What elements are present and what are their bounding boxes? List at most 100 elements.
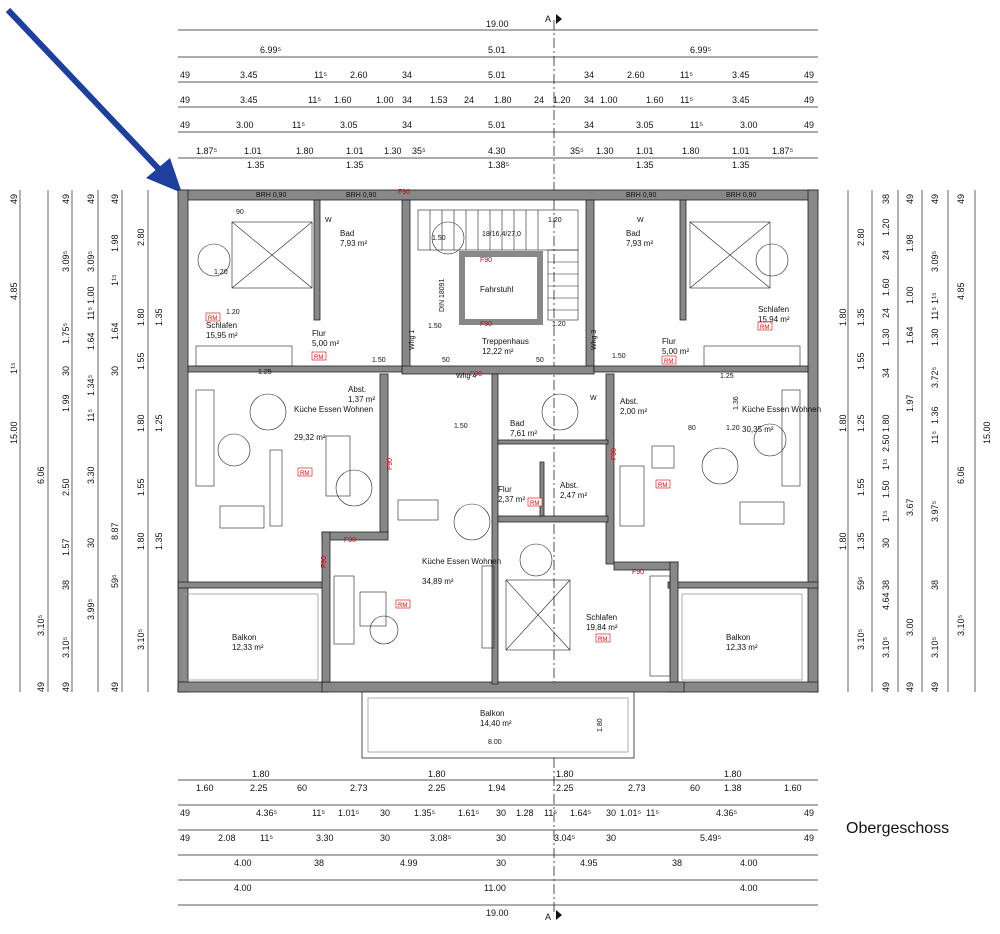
svg-text:BRH 0,90: BRH 0,90 [626,192,656,199]
svg-text:1.64: 1.64 [110,322,120,340]
svg-text:1.55: 1.55 [856,478,866,496]
svg-text:30: 30 [606,833,616,843]
svg-text:Flur: Flur [662,337,676,346]
svg-text:38: 38 [314,858,324,868]
svg-text:34: 34 [402,120,412,130]
svg-text:2.60: 2.60 [627,70,645,80]
svg-text:4.00: 4.00 [234,858,252,868]
svg-text:Bad: Bad [626,229,640,238]
svg-text:3.97⁵: 3.97⁵ [930,500,940,522]
svg-text:3.10⁵: 3.10⁵ [36,614,46,636]
svg-text:1¹⁵: 1¹⁵ [110,274,120,286]
svg-text:4.30: 4.30 [488,146,506,156]
svg-text:49: 49 [804,808,814,818]
svg-text:11.00: 11.00 [484,883,506,893]
svg-text:7,93 m²: 7,93 m² [340,239,367,248]
svg-text:4.85: 4.85 [956,282,966,300]
svg-text:1.00: 1.00 [600,95,618,105]
svg-text:1.94: 1.94 [488,783,506,793]
svg-text:Schlafen: Schlafen [206,321,237,330]
svg-text:RM: RM [760,325,769,331]
svg-text:1.80: 1.80 [136,532,146,550]
svg-text:1.55: 1.55 [856,352,866,370]
svg-text:1.64⁵: 1.64⁵ [570,808,592,818]
svg-text:34: 34 [584,120,594,130]
inner-labels: 90 1.20 1.20 1.50 1.20 1.50 1.20 1.50 1.… [214,209,740,746]
svg-text:1.35: 1.35 [856,308,866,326]
svg-text:5.01: 5.01 [488,45,506,55]
svg-text:30,35 m²: 30,35 m² [742,425,774,434]
svg-text:1.80: 1.80 [838,532,848,550]
svg-text:4.00: 4.00 [740,858,758,868]
svg-text:49: 49 [36,682,46,692]
svg-text:15.00: 15.00 [9,421,19,444]
svg-text:30: 30 [86,538,96,548]
svg-text:1.20: 1.20 [552,321,566,328]
svg-text:Treppenhaus: Treppenhaus [482,337,529,346]
svg-text:49: 49 [804,95,814,105]
svg-text:3.45: 3.45 [240,70,258,80]
svg-text:11⁵: 11⁵ [930,307,940,320]
svg-text:3.99⁵: 3.99⁵ [86,598,96,620]
section-marker-top: A [545,14,551,24]
svg-text:11⁵: 11⁵ [646,808,659,818]
section-arrow-bottom-icon [556,910,562,920]
lift-shaft: Fahrstuhl DIN 18091 [439,251,543,325]
svg-text:38: 38 [930,580,940,590]
svg-text:3.72⁵: 3.72⁵ [930,366,940,388]
svg-text:6.06: 6.06 [956,466,966,484]
svg-text:49: 49 [905,682,915,692]
svg-text:1.20: 1.20 [881,218,891,236]
svg-text:30: 30 [110,366,120,376]
svg-text:2,00 m²: 2,00 m² [620,407,647,416]
svg-text:30: 30 [496,808,506,818]
svg-text:2.50: 2.50 [881,434,891,452]
svg-text:59⁵: 59⁵ [856,576,866,590]
svg-text:5.49⁵: 5.49⁵ [700,833,722,843]
svg-text:Abst.: Abst. [560,481,578,490]
svg-text:3.10⁵: 3.10⁵ [856,628,866,650]
svg-text:30: 30 [881,538,891,548]
svg-text:49: 49 [180,833,190,843]
svg-text:1.00: 1.00 [86,286,96,304]
svg-text:1.34⁵: 1.34⁵ [86,374,96,396]
svg-text:BRH 0,90: BRH 0,90 [256,192,286,199]
svg-text:3.10⁵: 3.10⁵ [956,614,966,636]
svg-text:8.00: 8.00 [488,739,502,746]
svg-text:Bad: Bad [340,229,354,238]
svg-text:BRH 0,90: BRH 0,90 [346,192,376,199]
svg-text:W: W [325,217,332,224]
svg-text:2.25: 2.25 [556,783,574,793]
svg-text:Bad: Bad [510,419,524,428]
svg-text:7,93 m²: 7,93 m² [626,239,653,248]
svg-text:3.45: 3.45 [732,70,750,80]
svg-text:5.01: 5.01 [488,120,506,130]
svg-text:2.25: 2.25 [250,783,268,793]
svg-text:1.98: 1.98 [905,234,915,252]
svg-text:49: 49 [930,194,940,204]
svg-text:30: 30 [380,808,390,818]
svg-text:1.30: 1.30 [930,328,940,346]
svg-text:1.80: 1.80 [724,769,742,779]
svg-text:Whg 3: Whg 3 [591,330,598,350]
svg-text:19.00: 19.00 [486,908,509,918]
svg-text:1.80: 1.80 [682,146,700,156]
f90-markers: F90 F90 F90 F90 F90 F90 F90 F90 F90 [321,189,644,576]
svg-text:1¹⁵: 1¹⁵ [9,362,19,374]
svg-text:F90: F90 [321,556,328,568]
svg-text:1.35: 1.35 [732,160,750,170]
svg-text:F90: F90 [344,537,356,544]
svg-text:1.35: 1.35 [346,160,364,170]
svg-text:3.09⁵: 3.09⁵ [61,250,71,272]
svg-text:1.30: 1.30 [881,328,891,346]
svg-text:1.80: 1.80 [494,95,512,105]
svg-text:6.99⁵: 6.99⁵ [260,45,282,55]
balconies [183,593,803,759]
svg-text:2.50: 2.50 [61,478,71,496]
svg-text:1.20: 1.20 [214,269,228,276]
svg-text:1.80: 1.80 [136,414,146,432]
svg-text:24: 24 [534,95,544,105]
svg-text:1.38⁵: 1.38⁵ [488,160,510,170]
svg-text:15,94 m²: 15,94 m² [758,315,790,324]
dimension-lines-top [178,29,818,159]
